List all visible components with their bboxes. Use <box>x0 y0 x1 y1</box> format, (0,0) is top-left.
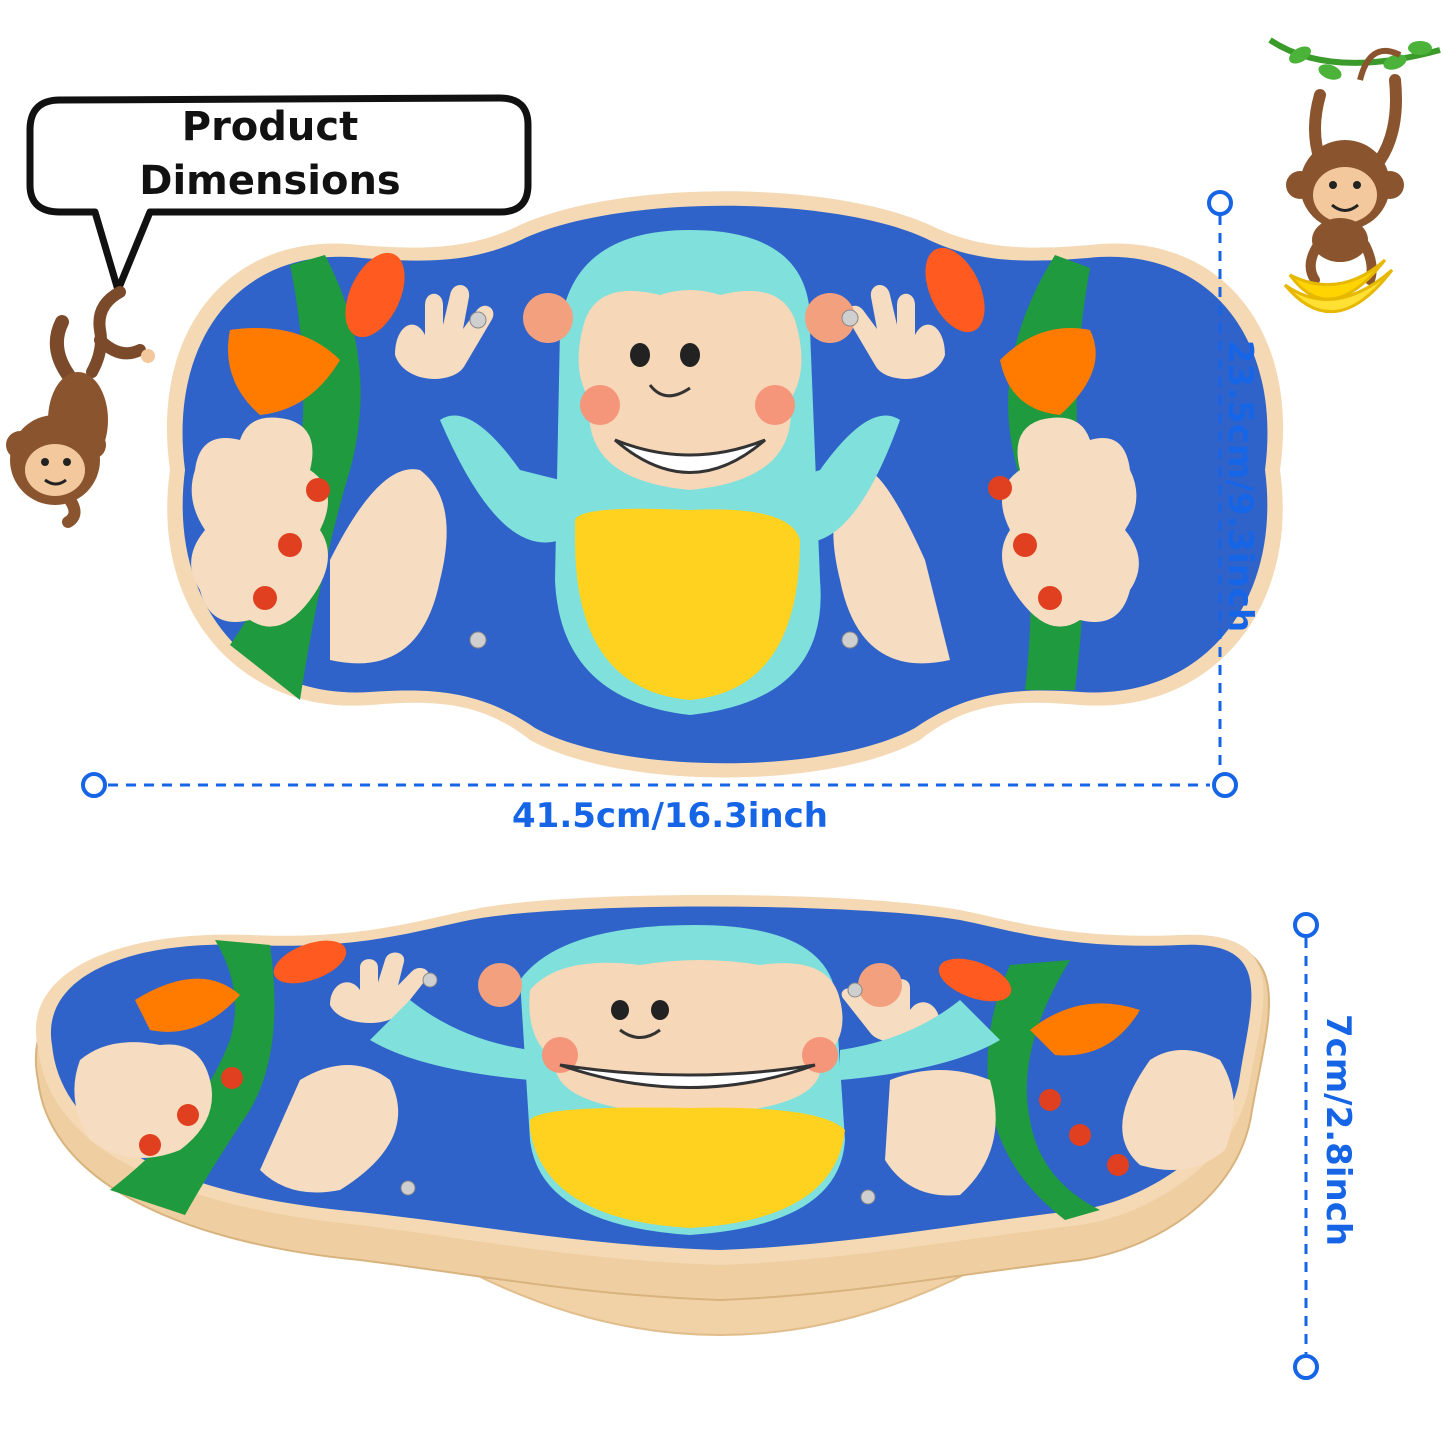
vine-monkey-banana-icon <box>1268 37 1441 314</box>
thickness-dimension-line <box>1293 912 1319 1380</box>
balance-board-side-view <box>35 895 1270 1336</box>
height-label: 23.5cm/9.3inch <box>1220 339 1260 633</box>
hanging-monkey-left-icon <box>6 286 155 528</box>
callout-line-2: Dimensions <box>139 158 401 204</box>
width-dimension-line <box>81 772 1238 798</box>
callout-line-1: Product <box>181 104 359 150</box>
callout-text: Product Dimensions <box>60 100 480 208</box>
height-dimension-line <box>1207 190 1233 770</box>
width-label: 41.5cm/16.3inch <box>512 796 828 836</box>
thickness-label: 7cm/2.8inch <box>1318 1013 1358 1247</box>
speech-bubble <box>26 94 532 294</box>
balance-board-top-view <box>166 191 1284 778</box>
